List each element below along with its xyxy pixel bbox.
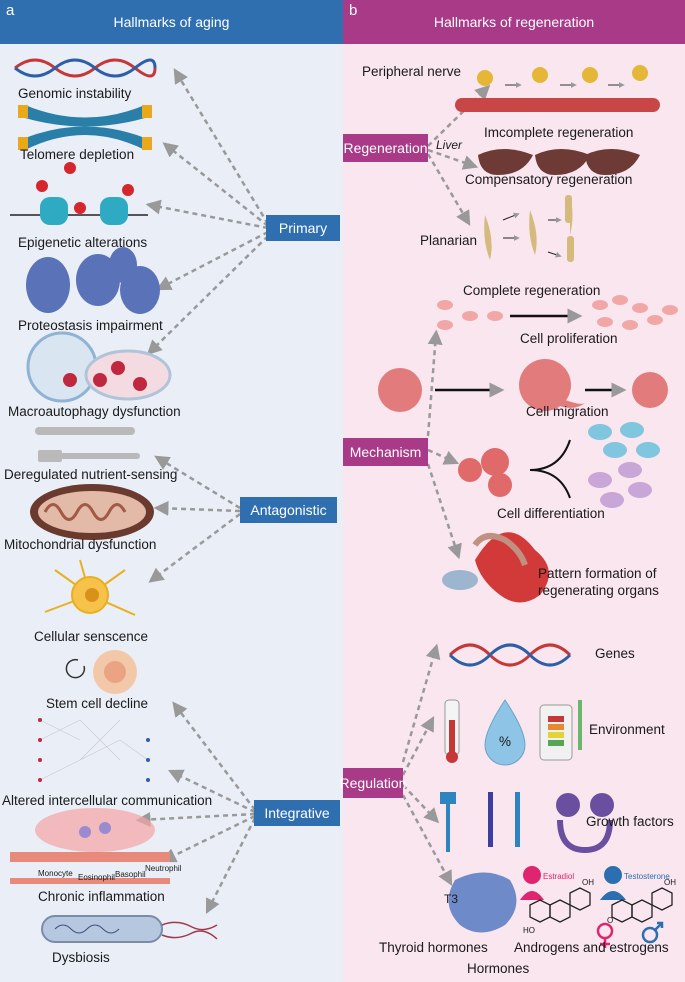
category-mechanism-label: Mechanism bbox=[349, 444, 422, 460]
peripheral-nerve-label: Peripheral nerve bbox=[362, 64, 462, 79]
compensatory-regeneration-label: Compensatory regeneration bbox=[465, 172, 633, 187]
hallmark-label: Altered intercellular communication bbox=[2, 793, 213, 808]
senescent-cell-icon bbox=[44, 559, 136, 616]
differentiating-cells-icon bbox=[458, 422, 660, 508]
planarian-label: Planarian bbox=[420, 233, 478, 248]
panel-letter-b: b bbox=[349, 2, 358, 19]
category-integrative-label: Integrative bbox=[264, 805, 330, 821]
cell-type-label: Monocyte bbox=[38, 869, 73, 878]
incomplete-regeneration-label: Imcomplete regeneration bbox=[484, 125, 634, 140]
aging-title: Hallmarks of aging bbox=[113, 14, 230, 30]
hallmark-label: Stem cell decline bbox=[46, 696, 149, 711]
mitochondrion-icon bbox=[30, 484, 154, 540]
category-regeneration: Regeneration bbox=[343, 134, 428, 162]
planarian-icon bbox=[484, 195, 574, 262]
nerve-icon bbox=[455, 65, 660, 112]
hormones-label: Hormones bbox=[467, 961, 530, 976]
panel-letter-a: a bbox=[6, 2, 15, 19]
female-symbol-icon bbox=[596, 922, 614, 948]
category-regulation: Regulation bbox=[340, 768, 406, 798]
thermometer-icon bbox=[444, 699, 460, 763]
dashed-arrows bbox=[135, 68, 491, 915]
category-antagonistic: Antagonistic bbox=[240, 497, 337, 523]
category-regeneration-label: Regeneration bbox=[343, 140, 428, 156]
dna-icon bbox=[14, 58, 157, 78]
inflamed-vessel-icon bbox=[10, 808, 170, 884]
hallmark-label: Proteostasis impairment bbox=[18, 318, 163, 333]
pattern-formation-label-2: regenerating organs bbox=[538, 583, 659, 598]
migrating-cells-icon bbox=[378, 359, 668, 412]
stem-cell-icon bbox=[65, 650, 137, 694]
cell-proliferation-label: Cell proliferation bbox=[520, 331, 618, 346]
regeneration-header: Hallmarks of regeneration bbox=[343, 0, 685, 44]
t3-label: T3 bbox=[444, 892, 459, 906]
category-primary-label: Primary bbox=[278, 220, 328, 236]
category-primary: Primary bbox=[266, 215, 340, 241]
category-mechanism: Mechanism bbox=[343, 438, 428, 466]
bacterium-icon bbox=[41, 915, 218, 943]
liver-icon bbox=[478, 149, 640, 175]
regeneration-title: Hallmarks of regeneration bbox=[433, 14, 595, 30]
category-regulation-label: Regulation bbox=[339, 775, 407, 791]
heart-icon bbox=[442, 532, 549, 603]
humidity-label: % bbox=[499, 734, 512, 749]
androgens-estrogens-label: Androgens and estrogens bbox=[514, 940, 669, 955]
genes-dna-icon bbox=[448, 643, 572, 667]
oh-label-estradiol: OH bbox=[582, 878, 594, 887]
cell-type-label: Basophil bbox=[115, 870, 146, 879]
environment-label: Environment bbox=[589, 722, 665, 737]
hallmark-label: Mitochondrial dysfunction bbox=[4, 537, 157, 552]
ho-label: HO bbox=[523, 926, 535, 935]
cell-migration-label: Cell migration bbox=[526, 404, 609, 419]
genes-label: Genes bbox=[595, 646, 635, 661]
cell-type-label: Eosinophil bbox=[78, 873, 115, 882]
hallmark-label: Deregulated nutrient-sensing bbox=[4, 467, 178, 482]
estradiol-person-icon bbox=[520, 866, 544, 900]
thyroid-hormones-label: Thyroid hormones bbox=[379, 940, 488, 955]
hallmark-label: Epigenetic alterations bbox=[18, 235, 148, 250]
testosterone-label: Testosterone bbox=[624, 872, 670, 881]
cell-type-label: Neutrophil bbox=[145, 864, 182, 873]
testosterone-person-icon bbox=[600, 866, 626, 900]
autophagosome-icon bbox=[26, 331, 172, 403]
proliferating-cells-icon bbox=[437, 295, 678, 330]
cutlery-icon bbox=[35, 427, 140, 462]
nucleosome-icon bbox=[10, 162, 148, 225]
aging-header: Hallmarks of aging bbox=[0, 0, 343, 44]
steroid-structures-icon bbox=[529, 887, 673, 923]
o-label: O bbox=[607, 916, 614, 925]
category-antagonistic-label: Antagonistic bbox=[250, 502, 327, 518]
hallmark-label: Cellular senscence bbox=[34, 629, 149, 644]
category-integrative: Integrative bbox=[254, 800, 340, 826]
growth-factors-label: Growth factors bbox=[586, 814, 674, 829]
oh-label-testosterone: OH bbox=[664, 878, 676, 887]
complete-regeneration-label: Complete regeneration bbox=[463, 283, 601, 298]
ph-strip-icon bbox=[539, 700, 582, 761]
hallmark-label: Macroautophagy dysfunction bbox=[8, 404, 181, 419]
protein-icon bbox=[26, 247, 160, 314]
chromosome-icon bbox=[18, 105, 152, 150]
hallmark-label: Telomere depletion bbox=[20, 147, 135, 162]
male-symbol-icon bbox=[641, 921, 664, 944]
hallmark-label: Dysbiosis bbox=[52, 950, 110, 965]
pattern-formation-label: Pattern formation of bbox=[538, 566, 657, 581]
liver-label: Liver bbox=[436, 138, 463, 152]
cell-differentiation-label: Cell differentiation bbox=[497, 506, 605, 521]
hallmark-label: Genomic instability bbox=[18, 86, 132, 101]
water-drop-icon bbox=[484, 699, 526, 766]
estradiol-label: Estradiol bbox=[543, 872, 575, 881]
network-icon bbox=[38, 718, 150, 782]
thyroid-icon bbox=[448, 872, 517, 933]
hallmark-label: Chronic inflammation bbox=[38, 889, 165, 904]
growth-factor-receptors-icon bbox=[440, 792, 614, 854]
